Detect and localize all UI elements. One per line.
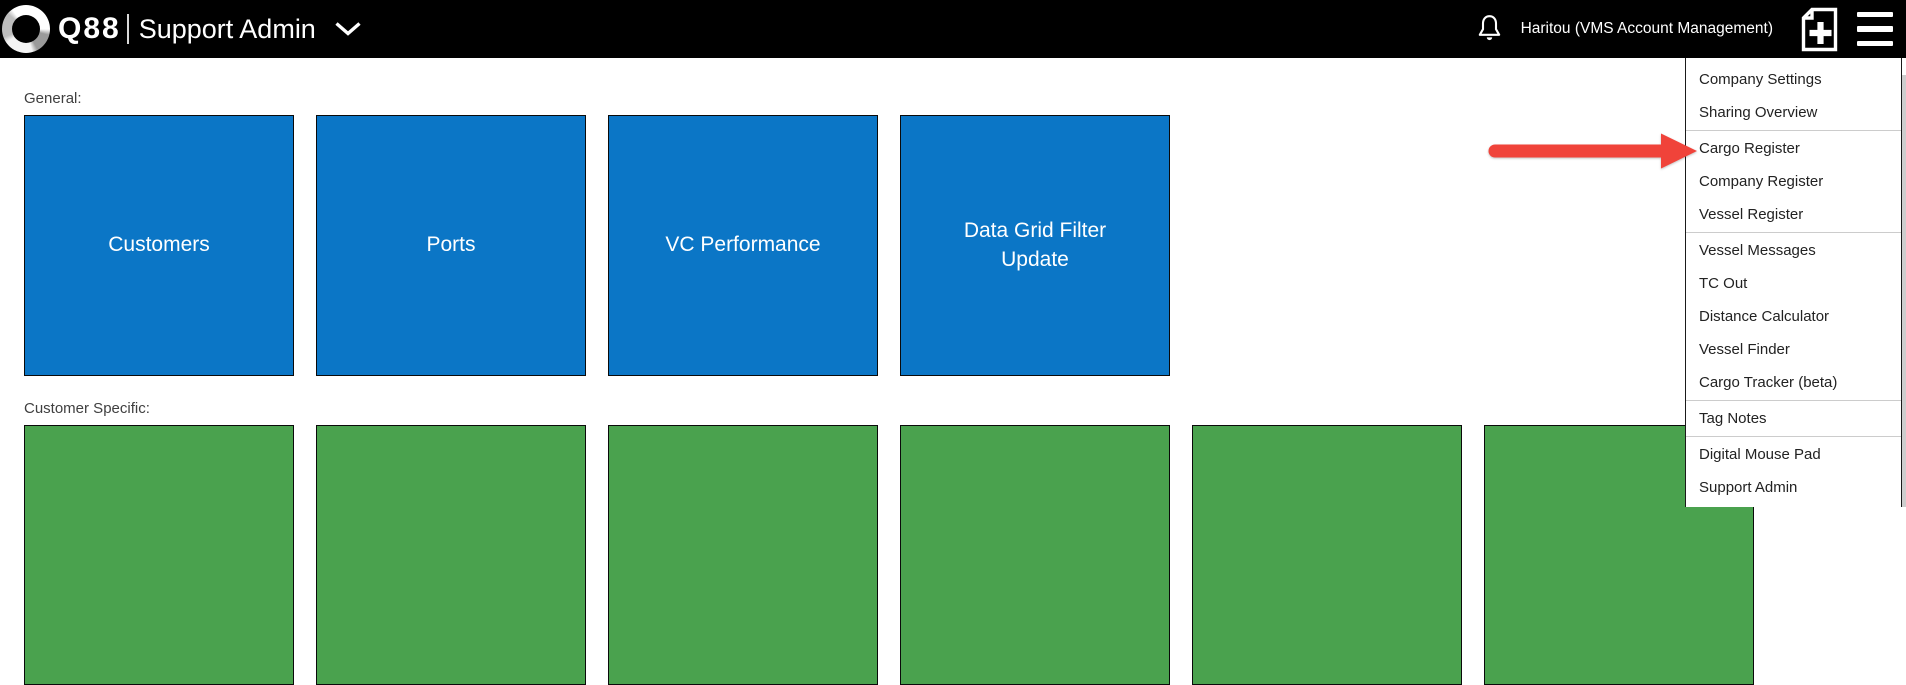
menu-item-company-register[interactable]: Company Register (1699, 173, 1824, 190)
customer-specific-tile-row (24, 425, 1754, 685)
q88-logo-icon (2, 5, 50, 53)
app-title: Support Admin (138, 13, 316, 44)
menu-item-cargo-tracker-beta[interactable]: Cargo Tracker (beta) (1699, 374, 1838, 391)
customer-tile[interactable] (608, 425, 878, 685)
menu-item-vessel-finder[interactable]: Vessel Finder (1699, 341, 1790, 358)
menu-divider (1686, 130, 1901, 131)
menu-divider (1686, 400, 1901, 401)
menu-divider (1686, 232, 1901, 233)
tile-label: Customers (108, 233, 210, 257)
hamburger-bar (1857, 40, 1893, 47)
topbar-right-group: Haritou (VMS Account Management) (1476, 7, 1893, 52)
pointer-arrow-icon (1488, 133, 1697, 169)
customer-tile[interactable] (24, 425, 294, 685)
tile-label: Ports (426, 233, 476, 257)
menu-item-digital-mouse-pad[interactable]: Digital Mouse Pad (1699, 446, 1821, 463)
tile-vc-performance[interactable]: VC Performance (608, 115, 878, 376)
notifications-bell-icon[interactable] (1476, 14, 1503, 44)
menu-item-tag-notes[interactable]: Tag Notes (1699, 410, 1767, 427)
tile-data-grid-filter-update[interactable]: Data Grid Filter Update (900, 115, 1170, 376)
scrollbar[interactable] (1902, 75, 1906, 507)
section-label-general: General: (24, 90, 82, 107)
menu-item-support-admin[interactable]: Support Admin (1699, 479, 1798, 496)
section-label-customer-specific: Customer Specific: (24, 400, 150, 417)
menu-item-distance-calculator[interactable]: Distance Calculator (1699, 308, 1830, 325)
new-document-icon[interactable] (1799, 7, 1839, 52)
customer-tile[interactable] (900, 425, 1170, 685)
menu-item-sharing-overview[interactable]: Sharing Overview (1699, 104, 1818, 121)
tile-label: Data Grid Filter Update (963, 219, 1107, 271)
hamburger-bar (1857, 11, 1893, 18)
menu-item-tc-out[interactable]: TC Out (1699, 275, 1748, 292)
general-tile-row: Customers Ports VC Performance Data Grid Fi… (24, 115, 1170, 376)
tile-customers[interactable]: Customers (24, 115, 294, 376)
menu-item-vessel-messages[interactable]: Vessel Messages (1699, 242, 1816, 259)
top-bar: Q88 Support Admin Haritou (VMS Account M… (0, 0, 1906, 58)
hamburger-bar (1857, 26, 1893, 32)
hamburger-menu-icon[interactable] (1857, 11, 1893, 47)
chevron-down-icon[interactable] (334, 21, 362, 37)
menu-item-vessel-register[interactable]: Vessel Register (1699, 206, 1804, 223)
user-name: Haritou (VMS Account Management) (1520, 20, 1773, 37)
brand-text: Q88 (58, 12, 121, 45)
menu-item-company-settings[interactable]: Company Settings (1699, 71, 1822, 88)
title-separator (126, 14, 129, 44)
customer-tile[interactable] (1192, 425, 1462, 685)
customer-tile[interactable] (316, 425, 586, 685)
menu-divider (1686, 436, 1901, 437)
tile-ports[interactable]: Ports (316, 115, 586, 376)
menu-item-cargo-register[interactable]: Cargo Register (1699, 140, 1800, 157)
tile-label: VC Performance (665, 233, 821, 257)
